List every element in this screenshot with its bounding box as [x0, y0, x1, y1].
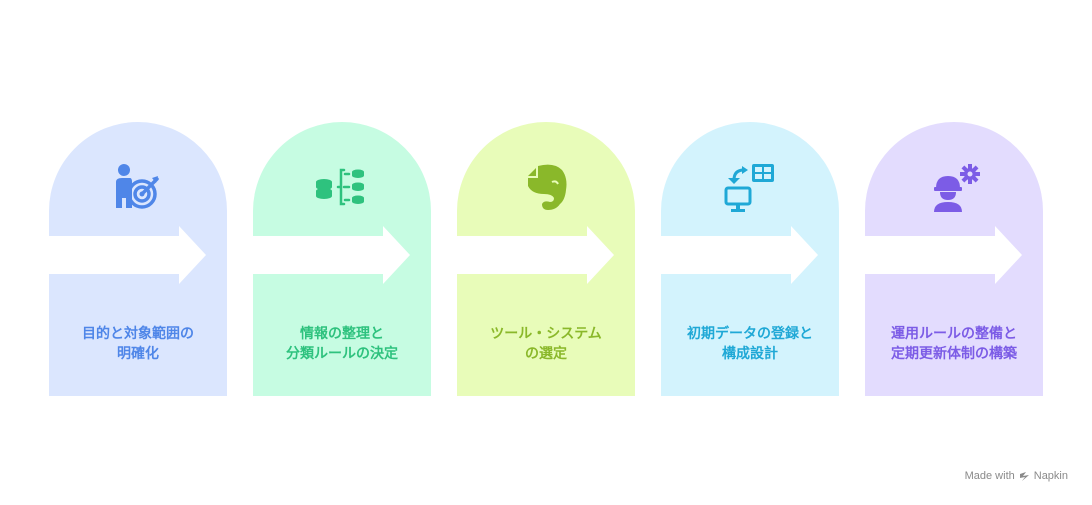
person-target-icon	[110, 160, 166, 216]
napkin-logo-icon	[1019, 471, 1029, 481]
flow-arrow-2	[253, 226, 431, 284]
step-1-card: 目的と対象範囲の 明確化	[49, 122, 227, 396]
step-3-label: ツール・システム の選定	[463, 324, 629, 364]
step-5-line1: 運用ルールの整備と	[891, 326, 1017, 342]
step-5-line2: 定期更新体制の構築	[891, 346, 1017, 362]
step-4-line2: 構成設計	[722, 346, 778, 362]
monitor-data-sync-icon	[722, 160, 778, 216]
flow-arrow-5	[865, 226, 1043, 284]
step-5-card: 運用ルールの整備と 定期更新体制の構築	[865, 122, 1043, 396]
step-2-line2: 分類ルールの決定	[286, 346, 398, 362]
step-5-label: 運用ルールの整備と 定期更新体制の構築	[871, 324, 1037, 364]
worker-gear-icon	[926, 160, 982, 216]
step-3-card: ツール・システム の選定	[457, 122, 635, 396]
step-4-label: 初期データの登録と 構成設計	[667, 324, 833, 364]
step-2-card: 情報の整理と 分類ルールの決定	[253, 122, 431, 396]
step-2-label: 情報の整理と 分類ルールの決定	[259, 324, 425, 364]
database-sort-icon	[314, 160, 370, 216]
napkin-credit: Made with Napkin	[965, 470, 1068, 482]
evernote-elephant-icon	[518, 160, 574, 216]
flow-arrow-4	[661, 226, 839, 284]
step-3-line1: ツール・システム	[490, 326, 602, 342]
step-4-line1: 初期データの登録と	[687, 326, 813, 342]
step-1-line1: 目的と対象範囲の	[82, 326, 194, 342]
credit-brand: Napkin	[1033, 470, 1068, 482]
step-1-line2: 明確化	[117, 346, 159, 362]
step-3-line2: の選定	[525, 346, 567, 362]
step-4-card: 初期データの登録と 構成設計	[661, 122, 839, 396]
step-1-label: 目的と対象範囲の 明確化	[55, 324, 221, 364]
step-2-line1: 情報の整理と	[300, 326, 384, 342]
credit-prefix: Made with	[964, 470, 1015, 482]
flow-arrow-3	[457, 226, 635, 284]
flow-arrow-1	[49, 226, 227, 284]
